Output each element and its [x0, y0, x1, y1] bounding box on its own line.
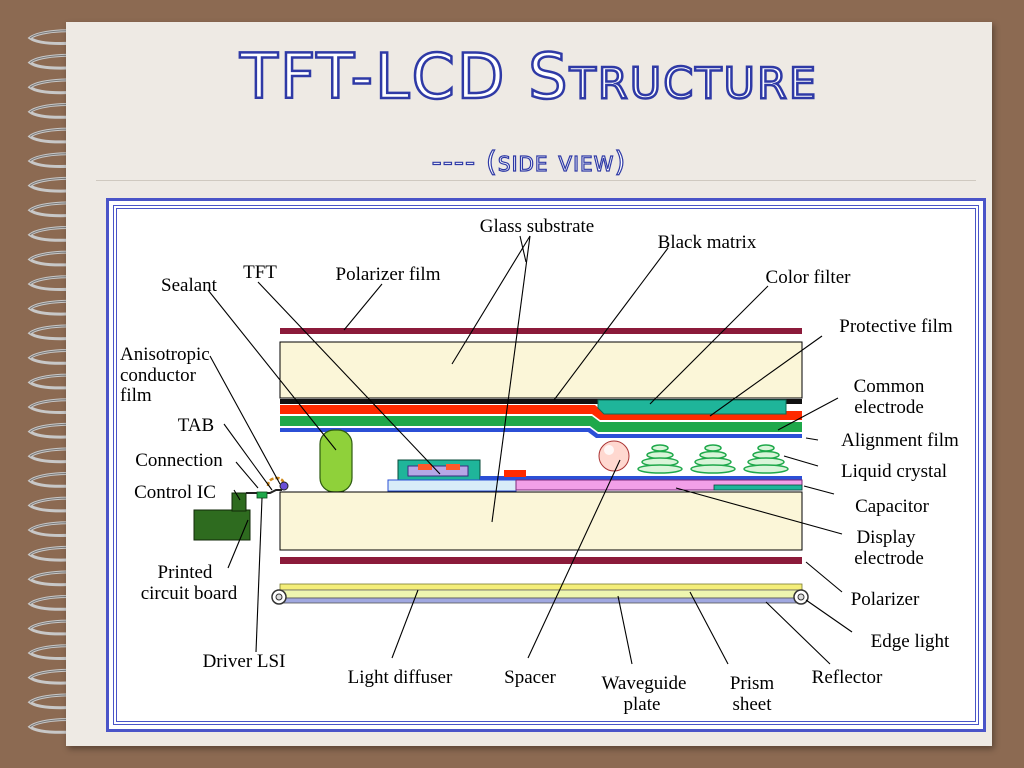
printed-circuit-board — [193, 509, 251, 541]
label-liquid-crystal: Liquid crystal — [841, 461, 947, 482]
page-title: TFT-LCD Structure — [239, 40, 819, 113]
bottom-polarizer — [280, 557, 802, 564]
label-polarizer-film: Polarizer film — [336, 264, 441, 285]
red-color-filter-layer — [280, 405, 802, 420]
leader-lines — [207, 235, 853, 665]
label-light-diffuser: Light diffuser — [348, 667, 453, 688]
common-electrode-layer — [280, 416, 802, 432]
label-control-ic: Control IC — [134, 482, 216, 503]
label-anisotropic-3: film — [120, 385, 152, 406]
label-printed-2: circuit board — [141, 583, 238, 604]
label-reflector: Reflector — [812, 667, 883, 688]
label-display-1: Display — [856, 527, 916, 548]
reflector — [279, 597, 803, 604]
anisotropic-conductor-film — [279, 481, 289, 491]
driver-lsi — [256, 491, 268, 499]
alignment-film-layer — [280, 428, 802, 438]
label-common-2: electrode — [854, 397, 924, 418]
top-polarizer-film — [280, 328, 802, 334]
liquid-crystal-molecules — [637, 444, 789, 474]
label-sealant: Sealant — [161, 275, 218, 296]
label-tab: TAB — [178, 415, 214, 436]
waveguide-plate — [279, 589, 803, 599]
top-glass-substrate — [279, 341, 803, 399]
control-ic — [231, 492, 247, 512]
label-polarizer: Polarizer — [851, 589, 920, 610]
label-waveguide-2: plate — [624, 694, 661, 715]
label-tft: TFT — [243, 262, 277, 283]
label-printed-1: Printed — [158, 562, 213, 583]
spacer-ball — [598, 440, 630, 472]
label-glass-substrate: Glass substrate — [480, 216, 595, 237]
label-anisotropic-1: Anisotropic — [120, 344, 210, 365]
gate-line — [480, 476, 802, 480]
label-connection: Connection — [135, 450, 223, 471]
color-filter-block — [597, 399, 787, 415]
label-prism-2: sheet — [732, 694, 772, 715]
capacitor — [713, 484, 803, 491]
label-anisotropic-2: conductor — [120, 365, 197, 386]
title-divider — [96, 180, 976, 181]
label-driver-lsi: Driver LSI — [203, 651, 286, 672]
label-edge-light: Edge light — [871, 631, 950, 652]
diagram-frame — [106, 198, 986, 732]
label-black-matrix: Black matrix — [658, 232, 757, 253]
label-waveguide-1: Waveguide — [602, 673, 687, 694]
page-subtitle: ---- (side view) — [431, 145, 627, 178]
label-capacitor: Capacitor — [855, 496, 930, 517]
label-spacer: Spacer — [504, 667, 556, 688]
label-common-1: Common — [854, 376, 925, 397]
label-alignment-film: Alignment film — [841, 430, 959, 451]
sealant — [319, 429, 353, 493]
label-color-filter: Color filter — [766, 267, 852, 288]
light-diffuser — [279, 583, 803, 591]
bottom-glass-substrate — [279, 491, 803, 551]
label-display-2: electrode — [854, 548, 924, 569]
tft-transistor — [387, 459, 517, 492]
label-prism-1: Prism — [730, 673, 775, 694]
label-protective-film: Protective film — [839, 316, 953, 337]
black-matrix-layer — [280, 399, 802, 404]
